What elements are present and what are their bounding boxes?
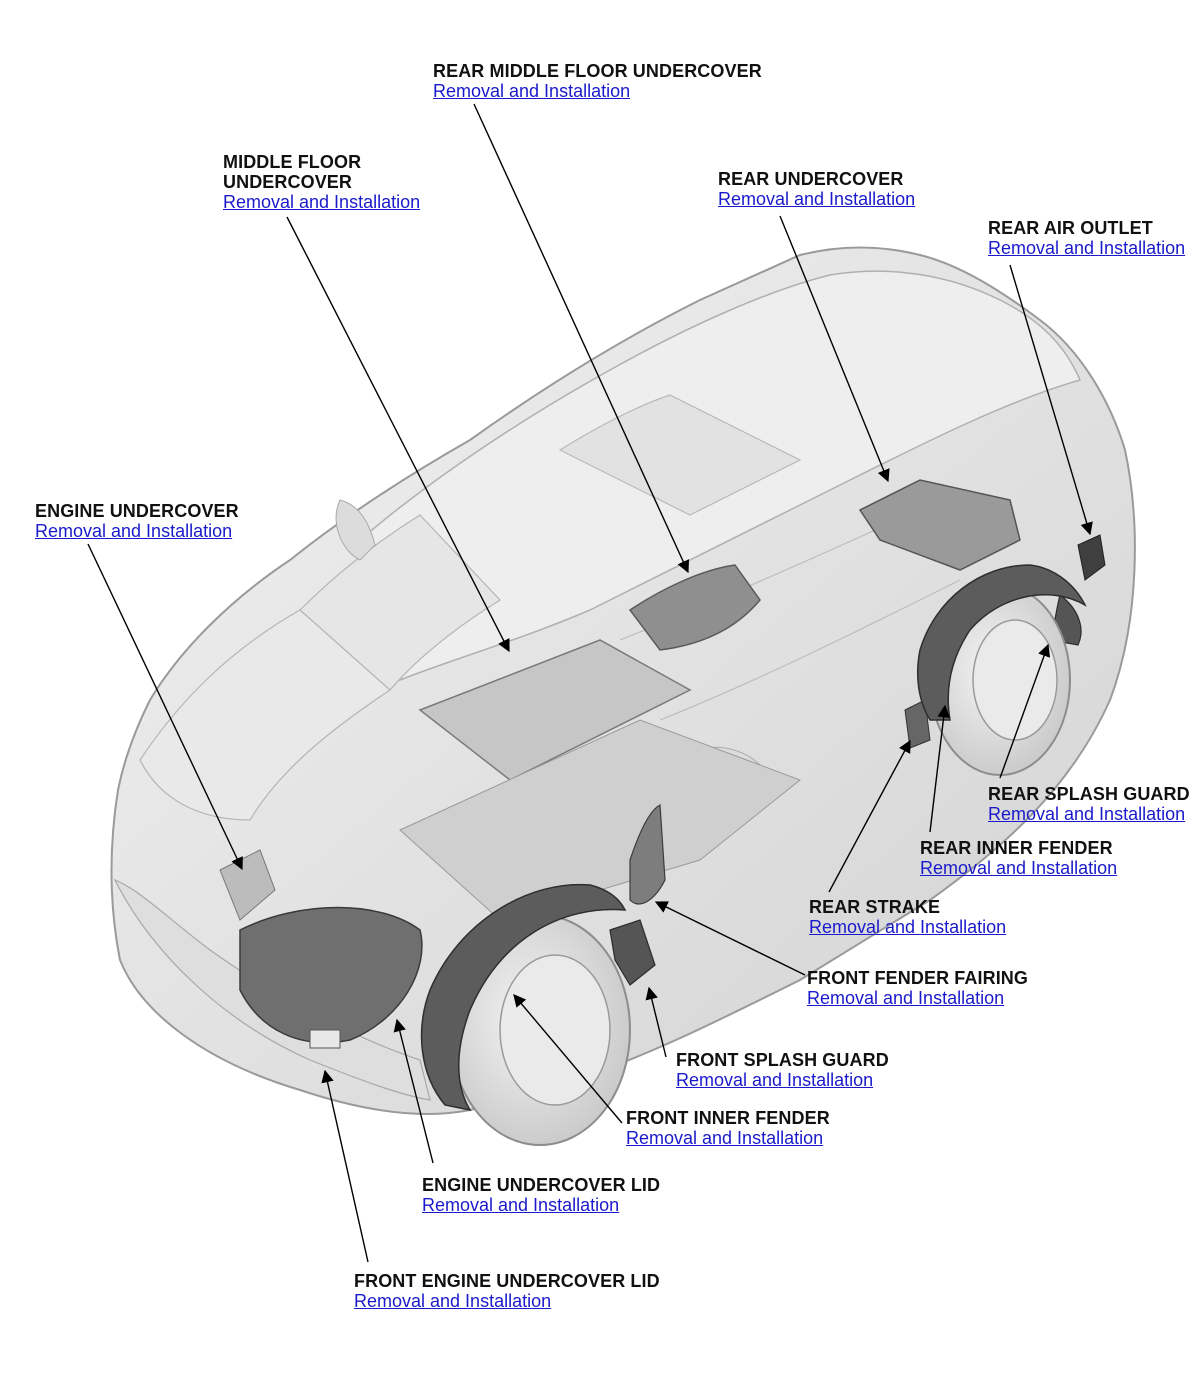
removal-installation-link[interactable]: Removal and Installation: [920, 858, 1118, 878]
removal-installation-link[interactable]: Removal and Installation: [35, 521, 233, 541]
rear-undercover-part: [858, 479, 1021, 571]
callout-title: FRONT SPLASH GUARD: [676, 1050, 889, 1070]
callout-engine-undercover-lid: ENGINE UNDERCOVER LID Removal and Instal…: [422, 1175, 660, 1215]
leader-engine-undercover: [87, 543, 243, 871]
hood: [139, 609, 391, 821]
removal-installation-link[interactable]: Removal and Installation: [223, 192, 421, 212]
callout-title: FRONT ENGINE UNDERCOVER LID: [354, 1271, 660, 1291]
leader-rear-undercover: [779, 215, 890, 483]
leader-front-fender-fairing: [654, 901, 806, 976]
rear-air-outlet-part: [1077, 534, 1106, 581]
removal-installation-link[interactable]: Removal and Installation: [422, 1195, 620, 1215]
middle-floor-undercover-part: [418, 639, 692, 781]
rear-middle-floor-undercover-part: [628, 564, 761, 651]
callout-title: FRONT FENDER FAIRING: [807, 968, 1028, 988]
leader-rear-middle-floor-undercover: [473, 103, 690, 574]
callout-middle-floor-undercover: MIDDLE FLOOR UNDERCOVER Removal and Inst…: [223, 152, 420, 212]
callout-title: REAR MIDDLE FLOOR UNDERCOVER: [433, 61, 762, 81]
rear-strake-part: [904, 699, 931, 749]
removal-installation-link[interactable]: Removal and Installation: [807, 988, 1005, 1008]
callout-title: REAR STRAKE: [809, 897, 941, 917]
callout-engine-undercover: ENGINE UNDERCOVER Removal and Installati…: [35, 501, 239, 541]
leader-front-splash-guard: [645, 986, 667, 1058]
callout-rear-middle-floor-undercover: REAR MIDDLE FLOOR UNDERCOVER Removal and…: [433, 61, 762, 101]
leader-rear-strake: [828, 739, 911, 893]
engine-undercover-part: [239, 906, 423, 1044]
callout-title: REAR AIR OUTLET: [988, 218, 1153, 238]
rear-rim: [972, 619, 1058, 741]
callout-rear-air-outlet: REAR AIR OUTLET Removal and Installation: [988, 218, 1185, 258]
removal-installation-link[interactable]: Removal and Installation: [433, 81, 631, 101]
front-inner-fender-part: [420, 883, 627, 1112]
callout-title: ENGINE UNDERCOVER LID: [422, 1175, 661, 1195]
leader-rear-splash-guard: [999, 643, 1051, 779]
front-rim: [499, 954, 611, 1106]
leader-front-inner-fender: [513, 994, 623, 1124]
front-bumper: [113, 878, 431, 1101]
wheels: [420, 564, 1087, 1146]
leader-front-engine-undercover-lid: [321, 1069, 369, 1263]
callout-title: REAR UNDERCOVER: [718, 169, 904, 189]
callout-title: REAR INNER FENDER: [920, 838, 1113, 858]
callout-title: ENGINE UNDERCOVER: [35, 501, 239, 521]
rear-inner-fender-part: [916, 564, 1087, 721]
front-fender-fairing-part: [629, 804, 666, 905]
removal-installation-link[interactable]: Removal and Installation: [718, 189, 916, 209]
leader-lines: [87, 103, 1093, 1263]
leader-rear-inner-fender: [929, 704, 950, 833]
front-splash-guard-part: [609, 919, 656, 986]
leader-engine-undercover-lid: [393, 1018, 434, 1164]
windshield: [299, 514, 501, 691]
callout-title-line-2: UNDERCOVER: [223, 172, 353, 192]
floor-panel: [399, 719, 801, 921]
removal-installation-link[interactable]: Removal and Installation: [676, 1070, 874, 1090]
removal-installation-link[interactable]: Removal and Installation: [809, 917, 1007, 937]
callout-front-splash-guard: FRONT SPLASH GUARD Removal and Installat…: [676, 1050, 889, 1090]
callout-title: MIDDLE FLOOR: [223, 152, 362, 172]
sunroof: [558, 394, 802, 516]
callout-front-engine-undercover-lid: FRONT ENGINE UNDERCOVER LID Removal and …: [354, 1271, 660, 1311]
callout-front-inner-fender: FRONT INNER FENDER Removal and Installat…: [626, 1108, 830, 1148]
removal-installation-link[interactable]: Removal and Installation: [988, 804, 1186, 824]
callout-title: REAR SPLASH GUARD: [988, 784, 1190, 804]
leader-rear-air-outlet: [1009, 264, 1093, 536]
callout-rear-undercover: REAR UNDERCOVER Removal and Installation: [718, 169, 915, 209]
callout-front-fender-fairing: FRONT FENDER FAIRING Removal and Install…: [807, 968, 1028, 1008]
callout-title: FRONT INNER FENDER: [626, 1108, 830, 1128]
underbody-parts: [219, 479, 1106, 1049]
side-mirror-left: [335, 499, 376, 561]
engine-undercover-lid-part: [309, 1029, 341, 1049]
callout-rear-strake: REAR STRAKE Removal and Installation: [809, 897, 1006, 937]
callout-rear-inner-fender: REAR INNER FENDER Removal and Installati…: [920, 838, 1117, 878]
removal-installation-link[interactable]: Removal and Installation: [626, 1128, 824, 1148]
leader-middle-floor-undercover: [286, 216, 510, 653]
callout-rear-splash-guard: REAR SPLASH GUARD Removal and Installati…: [988, 784, 1190, 824]
removal-installation-link[interactable]: Removal and Installation: [354, 1291, 552, 1311]
removal-installation-link[interactable]: Removal and Installation: [988, 238, 1186, 258]
